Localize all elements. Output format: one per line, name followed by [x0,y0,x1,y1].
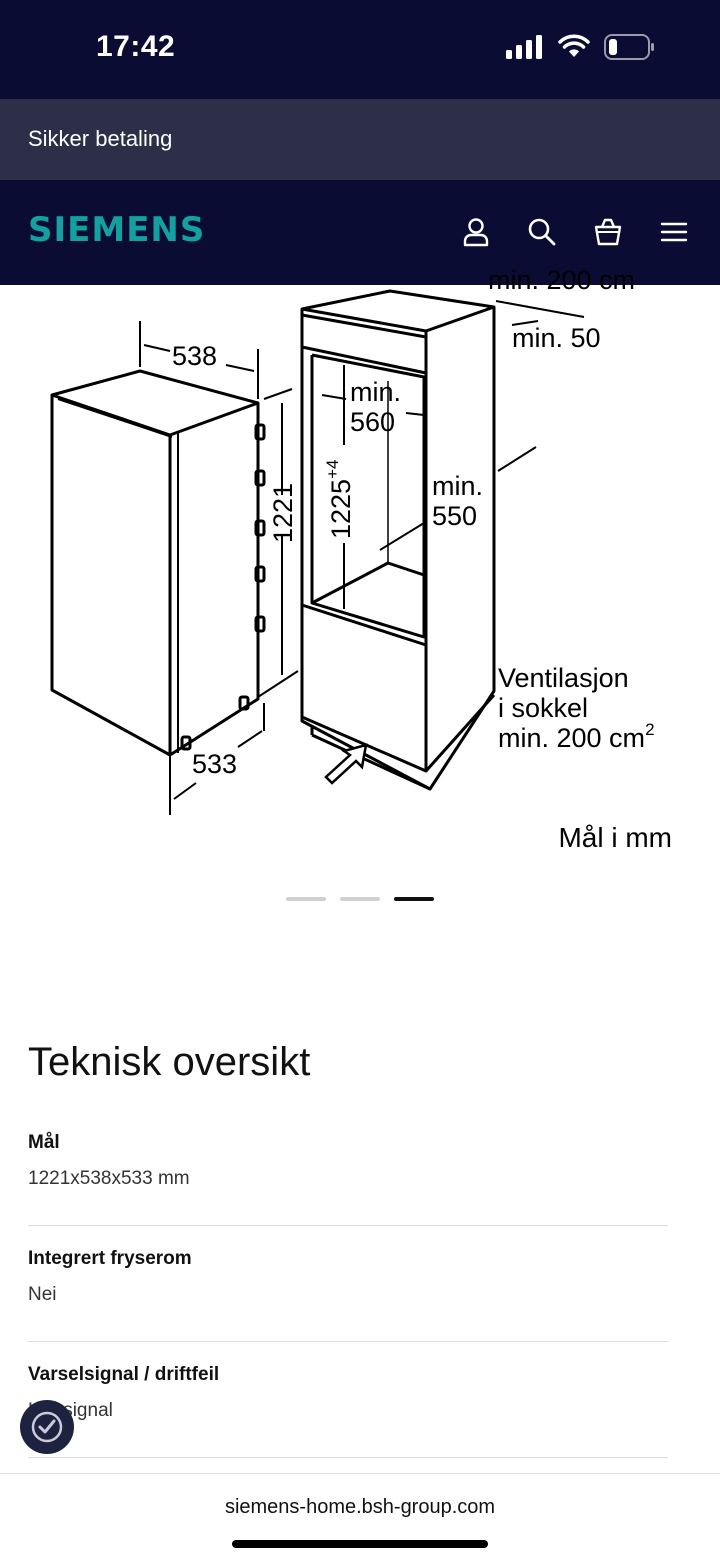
dimension-drawing: 538 1221 533 min. 200 cm min. 50 min. 56… [50,265,672,853]
spec-item-freezer: Integrert fryserom Nei [28,1226,668,1342]
label-min550-line2: 550 [432,501,477,531]
header-actions [458,214,692,250]
cellular-signal-icon [506,35,542,59]
home-indicator[interactable] [232,1540,488,1548]
wifi-icon [558,34,590,57]
section-title: Teknisk oversikt [28,1040,311,1084]
search-button[interactable] [524,214,560,250]
label-depth: 533 [192,749,237,779]
label-height: 1221 [268,483,298,543]
secure-payment-text: Sikker betaling [28,126,173,151]
status-bar: 17:42 [0,0,720,99]
basket-icon [594,218,622,246]
spec-value: Nei [28,1284,57,1305]
installation-diagram[interactable]: 538 1221 533 min. 200 cm min. 50 min. 56… [0,265,720,885]
fridge-drawing [50,369,266,757]
shield-check-icon [31,1411,63,1443]
basket-button[interactable] [590,214,626,250]
label-niche-height-sup: +4 [323,460,342,479]
status-icons [506,34,656,60]
label-units: Mål i mm [558,822,672,853]
user-icon [463,218,489,247]
fridge-dimension-lines [139,321,299,815]
label-width: 538 [172,341,217,371]
spec-label: Varselsignal / driftfeil [28,1364,220,1385]
siemens-logo[interactable]: SIEMENS [28,210,206,250]
spec-item-alarm: Varselsignal / driftfeil Lyd signal [28,1342,668,1458]
label-vent-line3: min. 200 cm2 [498,720,655,753]
label-vent-line3-value: min. 200 cm [498,723,645,753]
secure-payment-bar: Sikker betaling [0,99,720,180]
label-vent-line2: i sokkel [498,693,588,723]
menu-button[interactable] [656,214,692,250]
carousel-dot-2[interactable] [340,897,380,901]
carousel-dot-3-active[interactable] [394,897,434,901]
carousel-dot-1[interactable] [286,897,326,901]
niche-dimension-lines [321,300,585,785]
status-time: 17:42 [96,30,176,63]
carousel-indicator [0,897,720,901]
label-niche-height-value: 1225 [326,479,356,539]
spec-value: Lyd signal [28,1400,113,1421]
label-min50: min. 50 [512,323,601,353]
spec-label: Mål [28,1132,60,1153]
label-min560-line1: min. [350,377,401,407]
browser-url-bar: siemens-home.bsh-group.com [0,1473,720,1561]
label-min560-line2: 560 [350,407,395,437]
label-vent-line1: Ventilasjon [498,663,629,693]
label-top-vent: min. 200 cm [488,265,635,295]
label-min550-line1: min. [432,471,483,501]
trusted-shop-badge[interactable] [20,1400,74,1454]
account-button[interactable] [458,214,494,250]
spec-value: 1221x538x533 mm [28,1168,190,1189]
menu-icon [660,222,688,242]
spec-item-dimensions: Mål 1221x538x533 mm [28,1110,668,1226]
site-header: SIEMENS [0,180,720,285]
spec-label: Integrert fryserom [28,1248,192,1269]
url-text[interactable]: siemens-home.bsh-group.com [224,1496,496,1518]
search-icon [528,218,556,246]
label-niche-height: 1225+4 [323,460,356,539]
spec-list: Mål 1221x538x533 mm Integrert fryserom N… [28,1110,668,1458]
label-vent-sup: 2 [645,720,654,739]
battery-icon [604,34,654,60]
